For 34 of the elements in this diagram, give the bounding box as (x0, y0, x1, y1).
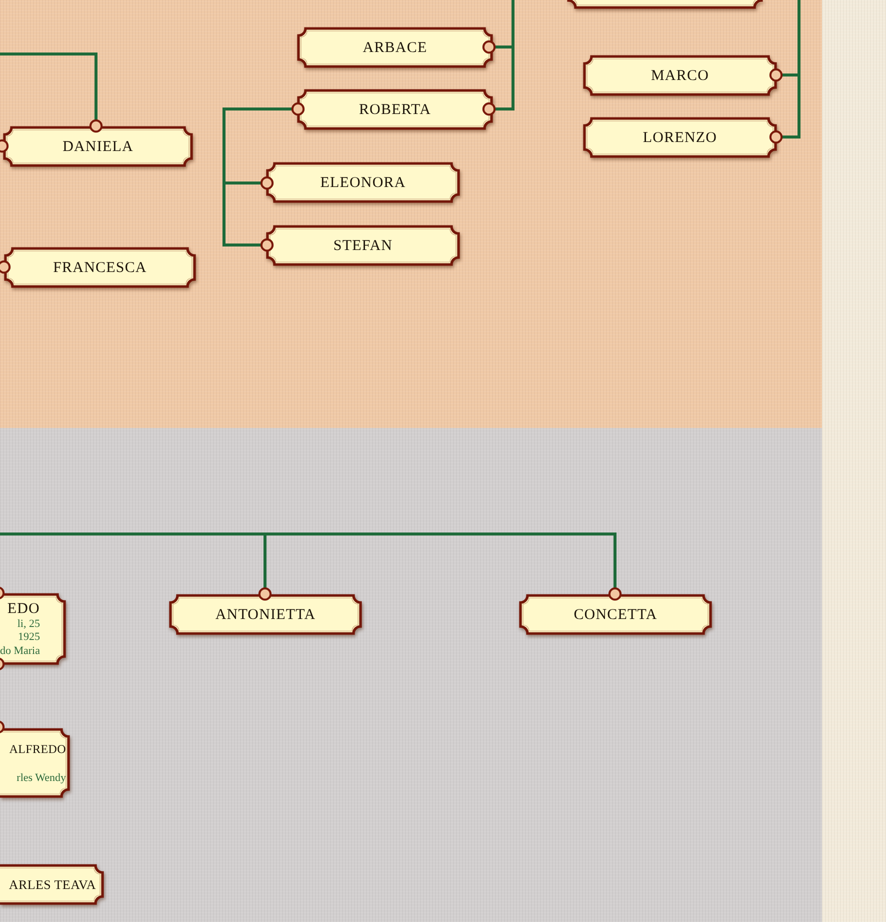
name-card (297, 27, 493, 68)
name-card (0, 728, 70, 798)
person-name: MARCO (650, 66, 709, 84)
person-name: ARBACE (362, 38, 428, 56)
name-card (4, 247, 196, 288)
name-card (0, 593, 66, 665)
person-name: ALFREDO (9, 741, 66, 758)
connector-line (0, 532, 616, 588)
name-card (266, 162, 460, 203)
name-card (3, 126, 193, 167)
person-name: ANTONIETTA (215, 606, 316, 624)
person-name: ELEONORA (320, 174, 406, 192)
connector-line (0, 52, 98, 120)
name-card (567, 0, 763, 9)
name-card (519, 594, 712, 635)
person-name: ARLES TEAVA (8, 876, 96, 894)
name-card (583, 117, 777, 158)
person-name: ROBERTA (358, 100, 432, 118)
person-detail: do Maria (0, 644, 40, 658)
connector-line (222, 108, 292, 246)
name-card (169, 594, 362, 635)
person-name: DANIELA (62, 138, 134, 156)
name-card (297, 89, 493, 130)
person-name: FRANCESCA (53, 258, 147, 276)
person-name: CONCETTA (574, 606, 658, 624)
person-detail: li, 25 (17, 618, 40, 632)
name-card (0, 864, 104, 905)
person-detail: 1925 (18, 631, 40, 645)
person-name: STEFAN (333, 236, 393, 254)
person-detail: rles Wendy (16, 772, 66, 786)
name-card (266, 225, 460, 266)
name-card (583, 55, 777, 96)
person-name: EDO (7, 600, 40, 618)
person-name: LORENZO (642, 128, 718, 146)
